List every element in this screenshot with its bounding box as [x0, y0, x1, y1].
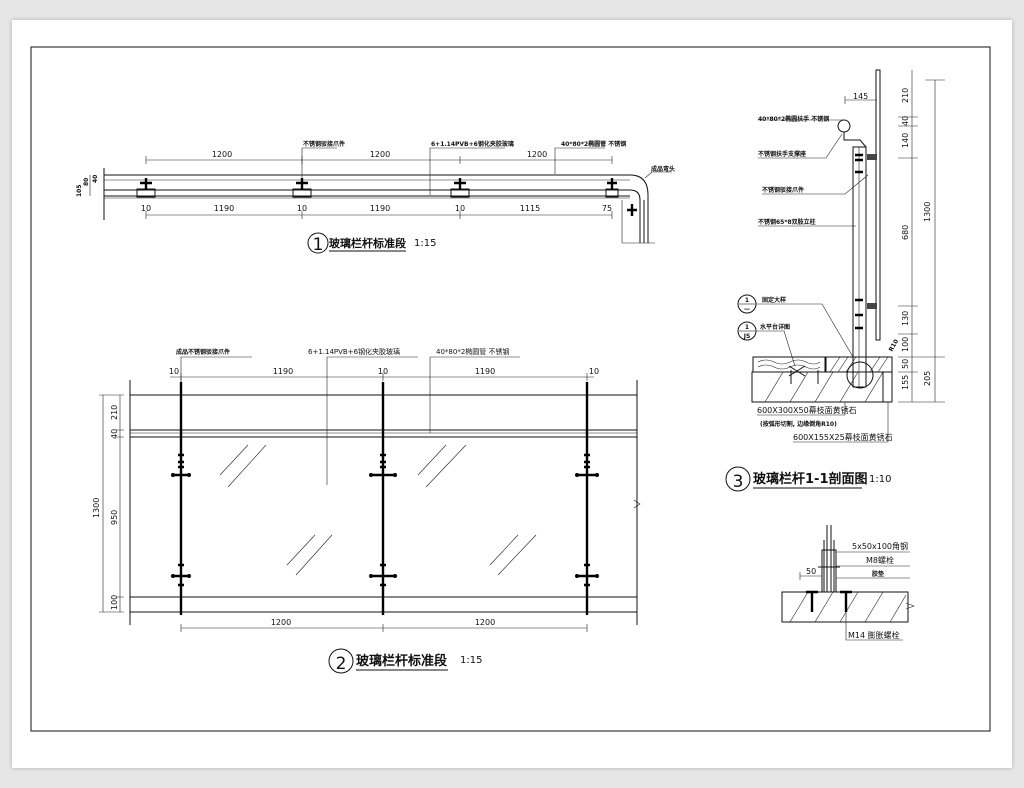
dim: 10 [141, 204, 151, 213]
detail4-anchor: 5x50x100角钢 M8螺栓 胶垫 50 M14 膨胀螺栓 [781, 525, 915, 641]
view1-plan: 1200 1200 1200 10 1190 10 1190 10 1115 7… [76, 140, 675, 255]
dim: 680 [901, 225, 910, 240]
view2-elevation: 10 1190 10 1190 10 1200 1200 1300 210 40… [92, 347, 641, 674]
dim: 40 [110, 429, 119, 439]
label-elbow: 成品弯头 [651, 165, 675, 173]
view-title: 玻璃栏杆1-1剖面图 [753, 471, 868, 487]
ref-num: 1 [745, 324, 749, 331]
label-pad: 胶垫 [872, 570, 884, 578]
dim: 105 [76, 184, 83, 197]
dim: 155 [901, 375, 910, 390]
dim: 1190 [214, 204, 234, 213]
dim: 1200 [271, 618, 291, 627]
label-stone1: 600X300X50幕枝面黄锈石 [757, 405, 857, 415]
ref-den: — [744, 306, 750, 313]
view-scale: 1:10 [869, 474, 891, 485]
dim: 145 [853, 92, 868, 101]
dim: 100 [110, 595, 119, 610]
dim: 1190 [475, 367, 495, 376]
title-number: 1 [313, 235, 324, 255]
label-angle: 5x50x100角钢 [852, 541, 908, 551]
dim: 1200 [475, 618, 495, 627]
label-clamp: 不锈钢驳接爪件 [303, 140, 345, 148]
dim: 130 [901, 311, 910, 326]
dim: 10 [589, 367, 599, 376]
label-clamp: 不锈钢驳接爪件 [762, 186, 804, 194]
ref-num: 1 [745, 297, 749, 304]
dim: 50 [901, 359, 910, 369]
label-anchor: M14 膨胀螺栓 [848, 630, 900, 640]
label-stone1-note: (按弧形切割, 边缘倒角R10) [760, 420, 837, 428]
dim: 1200 [212, 150, 232, 159]
view-scale: 1:15 [460, 655, 482, 666]
view2-posts [171, 382, 599, 615]
label-clamp: 成品不锈钢驳接爪件 [176, 348, 230, 356]
view-scale: 1:15 [414, 238, 436, 249]
view3-section: 145 210 40 140 680 1300 130 100 50 155 2… [725, 69, 945, 492]
dim: 10 [455, 204, 465, 213]
glass-hatch [219, 444, 537, 576]
dim: 210 [110, 405, 119, 420]
dim: 10 [378, 367, 388, 376]
label-handrail: 40*80*2椭圆扶手 不锈钢 [758, 115, 829, 123]
label-rail: 40*80*2椭圆管 不锈钢 [561, 140, 626, 148]
view-title: 玻璃栏杆标准段 [356, 653, 447, 669]
drawing-sheet [12, 20, 1012, 768]
dim: 205 [923, 371, 932, 386]
dim: 1115 [520, 204, 540, 213]
dim: 1190 [370, 204, 390, 213]
label-bolt: M8螺栓 [866, 555, 894, 565]
dim: 210 [901, 88, 910, 103]
dim: 50 [806, 567, 816, 576]
label-support: 不锈钢扶手支撑座 [758, 150, 806, 158]
dim: 1300 [923, 202, 932, 222]
view-title: 玻璃栏杆标准段 [329, 236, 406, 250]
dim: 100 [901, 337, 910, 352]
view1-clamps [136, 178, 637, 216]
dim: 75 [602, 204, 612, 213]
dim: 950 [110, 510, 119, 525]
dim: 80 [83, 178, 90, 186]
drawing-frame [30, 46, 991, 732]
dim: 1300 [92, 498, 101, 518]
title-number: 3 [733, 472, 744, 492]
label-glass: 6+1.14PVB+6钢化夹胶玻璃 [308, 347, 400, 356]
dim: 10 [169, 367, 179, 376]
label-glass: 6+1.14PVB+6钢化夹胶玻璃 [431, 140, 514, 148]
ref-den: JS [743, 333, 751, 340]
dim: 1200 [527, 150, 547, 159]
label-stone2: 600X155X25幕枝面黄锈石 [793, 432, 893, 442]
dim: 40 [901, 116, 910, 126]
dim: 10 [297, 204, 307, 213]
dim: 1200 [370, 150, 390, 159]
label-fix-detail: 固定大样 [762, 296, 786, 304]
label-platform-detail: 水平台详图 [760, 323, 790, 331]
dim: 140 [901, 133, 910, 148]
label-rail: 40*80*2椭圆管 不锈钢 [436, 347, 510, 356]
dim: 1190 [273, 367, 293, 376]
dim: R10 [888, 338, 901, 353]
label-post: 不锈钢65*8双肢立柱 [758, 218, 816, 226]
title-number: 2 [336, 654, 347, 674]
dim: 40 [92, 175, 99, 183]
